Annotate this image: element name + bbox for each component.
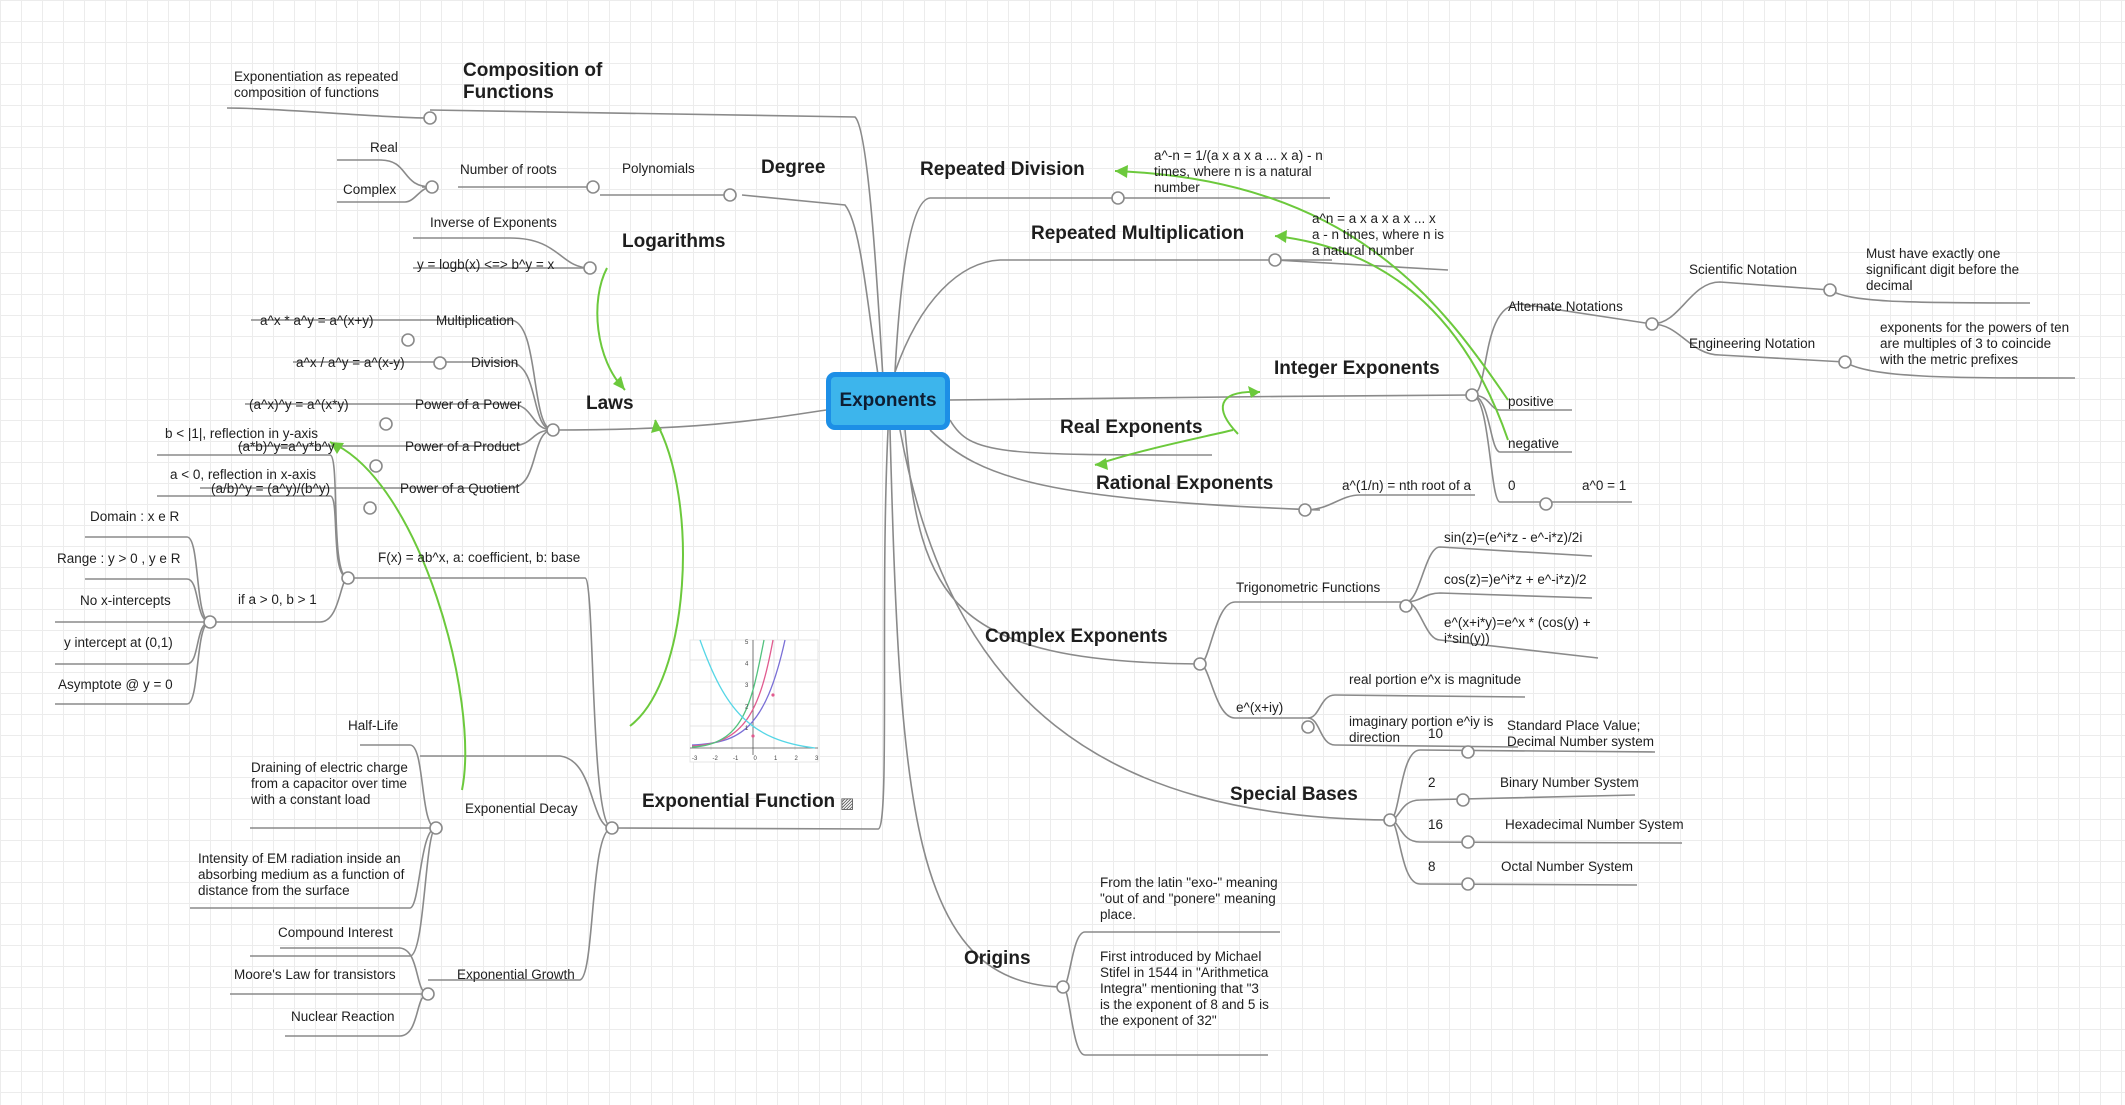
int-scientific-note[interactable]: Must have exactly one significant digit …	[1866, 246, 2020, 293]
graph-y-tick: 3	[745, 683, 749, 689]
law-power-of-quotient-formula[interactable]: (a/b)^y = (a^y)/(b^y)	[211, 481, 331, 496]
topic-composition-of-functions[interactable]: Composition of Functions	[463, 60, 603, 103]
expfn-reflect-x[interactable]: a < 0, reflection in x-axis	[170, 467, 316, 482]
law-multiplication[interactable]: Multiplication	[436, 313, 515, 328]
expfn-nuclear[interactable]: Nuclear Reaction	[291, 1009, 395, 1024]
base-10-label[interactable]: Standard Place Value; Decimal Number sys…	[1507, 718, 1655, 749]
complex-cos[interactable]: cos(z)=)e^i*z + e^-i*z)/2	[1444, 572, 1587, 587]
topic-rational-exponents[interactable]: Rational Exponents	[1096, 473, 1274, 494]
degree-real[interactable]: Real	[370, 140, 398, 155]
image-icon[interactable]: ▨	[840, 795, 855, 812]
topic-repeated-multiplication[interactable]: Repeated Multiplication	[1031, 223, 1245, 244]
base-8[interactable]: 8	[1428, 859, 1436, 874]
graph-y-tick: 2	[745, 705, 749, 711]
expfn-y-intercept[interactable]: y intercept at (0,1)	[64, 635, 173, 650]
int-zero[interactable]: 0	[1508, 478, 1516, 493]
graph-x-tick: -1	[733, 756, 739, 762]
topic-laws[interactable]: Laws	[586, 393, 634, 414]
topic-origins[interactable]: Origins	[964, 948, 1031, 969]
expfn-em-radiation[interactable]: Intensity of EM radiation inside an abso…	[198, 851, 405, 898]
complex-real-portion[interactable]: real portion e^x is magnitude	[1349, 672, 1522, 687]
expfn-capacitor[interactable]: Draining of electric charge from a capac…	[251, 760, 408, 807]
int-engineering-note[interactable]: exponents for the powers of ten are mult…	[1880, 320, 2070, 367]
topic-complex-exponents[interactable]: Complex Exponents	[985, 626, 1168, 647]
log-formula[interactable]: y = logb(x) <=> b^y = x	[417, 257, 555, 272]
topic-repeated-division[interactable]: Repeated Division	[920, 159, 1085, 180]
expfn-if-a-b[interactable]: if a > 0, b > 1	[238, 592, 317, 607]
graph-x-tick: -3	[692, 756, 698, 762]
topic-integer-exponents[interactable]: Integer Exponents	[1274, 358, 1440, 379]
law-power-of-product-formula[interactable]: (a*b)^y=a^y*b^y	[238, 439, 335, 454]
int-negative[interactable]: negative	[1508, 436, 1560, 451]
expfn-decay[interactable]: Exponential Decay	[465, 801, 578, 816]
expfn-half-life[interactable]: Half-Life	[348, 718, 399, 733]
base-16-label[interactable]: Hexadecimal Number System	[1505, 817, 1684, 832]
origins-latin[interactable]: From the latin "exo-" meaning "out of an…	[1100, 875, 1278, 922]
law-power-of-quotient[interactable]: Power of a Quotient	[400, 481, 520, 496]
degree-number-of-roots[interactable]: Number of roots	[460, 162, 557, 177]
complex-euler[interactable]: e^(x+i*y)=e^x * (cos(y) + i*sin(y))	[1444, 615, 1591, 646]
graph-y-tick: 4	[745, 662, 749, 668]
composition-note[interactable]: Exponentiation as repeated composition o…	[234, 69, 399, 100]
expfn-asymptote[interactable]: Asymptote @ y = 0	[58, 677, 173, 692]
int-zero-rule[interactable]: a^0 = 1	[1582, 478, 1627, 493]
graph-x-tick: 1	[774, 756, 778, 762]
law-division[interactable]: Division	[471, 355, 519, 370]
law-power-of-power-formula[interactable]: (a^x)^y = a^(x*y)	[249, 397, 349, 412]
expfn-compound-interest[interactable]: Compound Interest	[278, 925, 393, 940]
expfn-domain[interactable]: Domain : x e R	[90, 509, 180, 524]
topic-logarithms[interactable]: Logarithms	[622, 231, 726, 252]
complex-imag-portion[interactable]: imaginary portion e^iy is direction	[1349, 714, 1494, 745]
int-positive[interactable]: positive	[1508, 394, 1554, 409]
origins-stifel[interactable]: First introduced by Michael Stifel in 15…	[1100, 949, 1269, 1028]
rational-note[interactable]: a^(1/n) = nth root of a	[1342, 478, 1472, 493]
law-multiplication-formula[interactable]: a^x * a^y = a^(x+y)	[260, 313, 374, 328]
graph-x-tick: 3	[815, 756, 819, 762]
base-2[interactable]: 2	[1428, 775, 1436, 790]
topic-exponential-function[interactable]: Exponential Function	[642, 791, 836, 812]
base-2-label[interactable]: Binary Number System	[1500, 775, 1639, 790]
expfn-growth[interactable]: Exponential Growth	[457, 967, 575, 982]
expfn-range[interactable]: Range : y > 0 , y e R	[57, 551, 181, 566]
int-alternate-notations[interactable]: Alternate Notations	[1508, 299, 1623, 314]
expfn-no-x-intercepts[interactable]: No x-intercepts	[80, 593, 171, 608]
law-power-of-power[interactable]: Power of a Power	[415, 397, 522, 412]
base-8-label[interactable]: Octal Number System	[1501, 859, 1634, 874]
degree-polynomials[interactable]: Polynomials	[622, 161, 695, 176]
graph-x-tick: -2	[713, 756, 719, 762]
log-inverse[interactable]: Inverse of Exponents	[430, 215, 557, 230]
complex-trig[interactable]: Trigonometric Functions	[1236, 580, 1381, 595]
repeated-multiplication-note[interactable]: a^n = a x a x a x ... x a - n times, whe…	[1312, 211, 1445, 258]
exponential-graph-image: -3 -2 -1 0 1 2 3 5 4 3 2 1	[689, 639, 819, 763]
topic-degree[interactable]: Degree	[761, 157, 826, 178]
complex-sin[interactable]: sin(z)=(e^i*z - e^-i*z)/2i	[1444, 530, 1583, 545]
graph-y-tick: 1	[745, 726, 749, 732]
topic-special-bases[interactable]: Special Bases	[1230, 784, 1358, 805]
expfn-reflect-y[interactable]: b < |1|, reflection in y-axis	[165, 426, 318, 441]
graph-y-tick: 5	[745, 640, 749, 646]
graph-x-tick: 2	[795, 756, 799, 762]
topic-real-exponents[interactable]: Real Exponents	[1060, 417, 1203, 438]
law-division-formula[interactable]: a^x / a^y = a^(x-y)	[296, 355, 405, 370]
int-engineering[interactable]: Engineering Notation	[1689, 336, 1816, 351]
graph-x-tick: 0	[754, 756, 758, 762]
base-16[interactable]: 16	[1428, 817, 1444, 832]
complex-eix[interactable]: e^(x+iy)	[1236, 700, 1284, 715]
central-topic[interactable]: Exponents	[826, 372, 950, 430]
base-10[interactable]: 10	[1428, 726, 1444, 741]
degree-complex[interactable]: Complex	[343, 182, 397, 197]
law-power-of-product[interactable]: Power of a Product	[405, 439, 520, 454]
int-scientific[interactable]: Scientific Notation	[1689, 262, 1798, 277]
expfn-moores-law[interactable]: Moore's Law for transistors	[234, 967, 396, 982]
expfn-formula[interactable]: F(x) = ab^x, a: coefficient, b: base	[378, 550, 581, 565]
repeated-division-note[interactable]: a^-n = 1/(a x a x a ... x a) - n times, …	[1154, 148, 1323, 195]
